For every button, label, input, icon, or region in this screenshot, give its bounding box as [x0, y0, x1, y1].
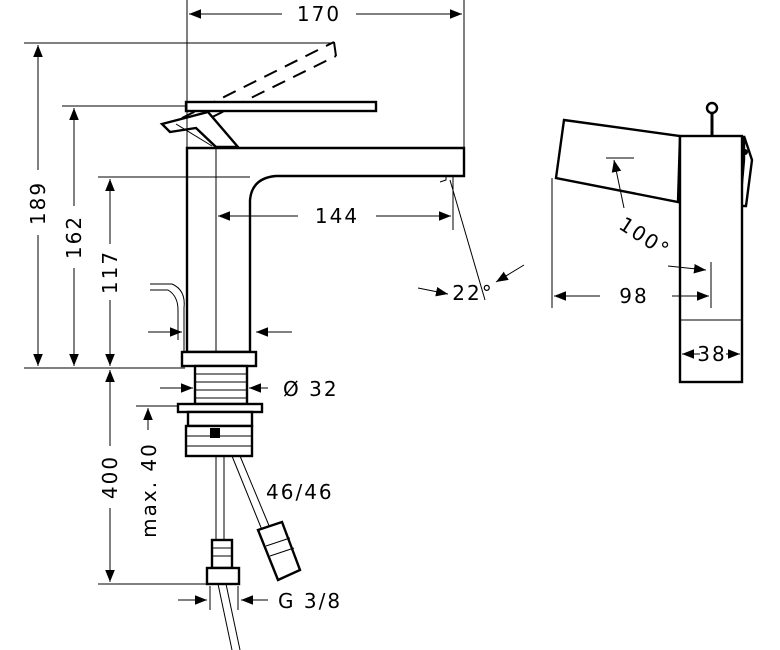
- dim-spout-reach: 144: [315, 204, 359, 228]
- dim-connection: G 3/8: [278, 589, 342, 613]
- dim-swivel-angle: 100°: [615, 212, 675, 263]
- dim-hose-size: 46/46: [266, 480, 334, 504]
- base-ring: [180, 350, 258, 368]
- side-body: [678, 134, 744, 384]
- side-spout: [554, 118, 682, 204]
- dim-width-overall: 170: [297, 2, 341, 26]
- dim-hole-diameter: Ø 32: [283, 377, 339, 401]
- dim-handle-width: 38: [697, 342, 726, 366]
- dim-height-overall: 189: [26, 181, 50, 225]
- dimension-lines: [24, 0, 525, 610]
- pop-up-rod: [150, 283, 185, 352]
- hoses: [205, 455, 302, 650]
- threaded-shank: [176, 364, 264, 458]
- faucet-body: [185, 146, 466, 354]
- dim-max-thickness: max. 40: [137, 442, 161, 538]
- dim-spout-angle: 22°: [452, 281, 493, 305]
- faucet-front-view: [150, 41, 466, 650]
- dim-height-outlet: 162: [62, 215, 86, 259]
- dim-depth: 98: [619, 284, 648, 308]
- dim-hose-length: 400: [98, 455, 122, 499]
- dim-height-spout: 117: [98, 250, 122, 294]
- lever-closed: [159, 100, 378, 149]
- faucet-side-view: [551, 101, 754, 384]
